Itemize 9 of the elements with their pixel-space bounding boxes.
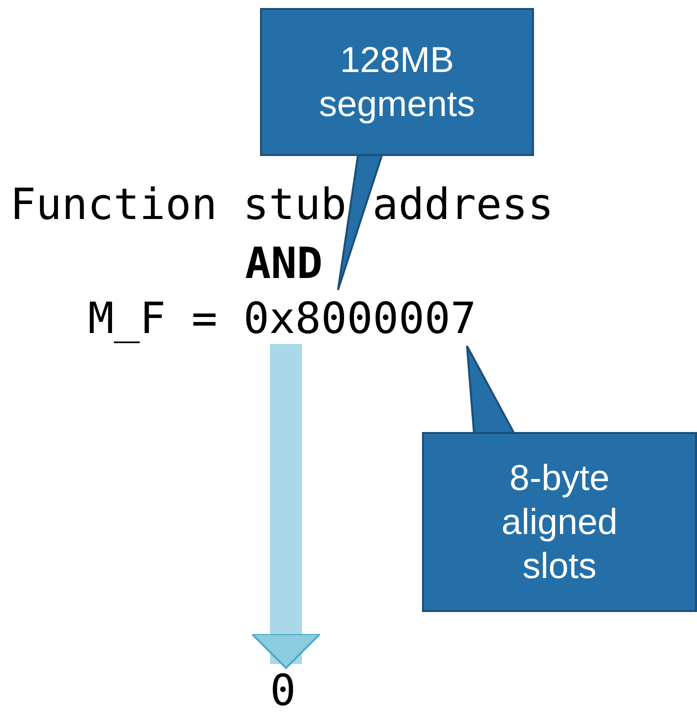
down-arrow	[251, 344, 321, 669]
result-text: 0	[270, 668, 300, 713]
operator-text: AND	[245, 241, 325, 287]
callout-box: 128MB segments	[260, 8, 534, 156]
code-text: M_F = 0x8000007	[88, 296, 483, 342]
callout-box: 8-byte aligned slots	[422, 432, 697, 612]
code-text: Function stub address	[10, 182, 565, 228]
callout-pointer	[466, 345, 516, 434]
callout-pointer	[337, 154, 384, 291]
